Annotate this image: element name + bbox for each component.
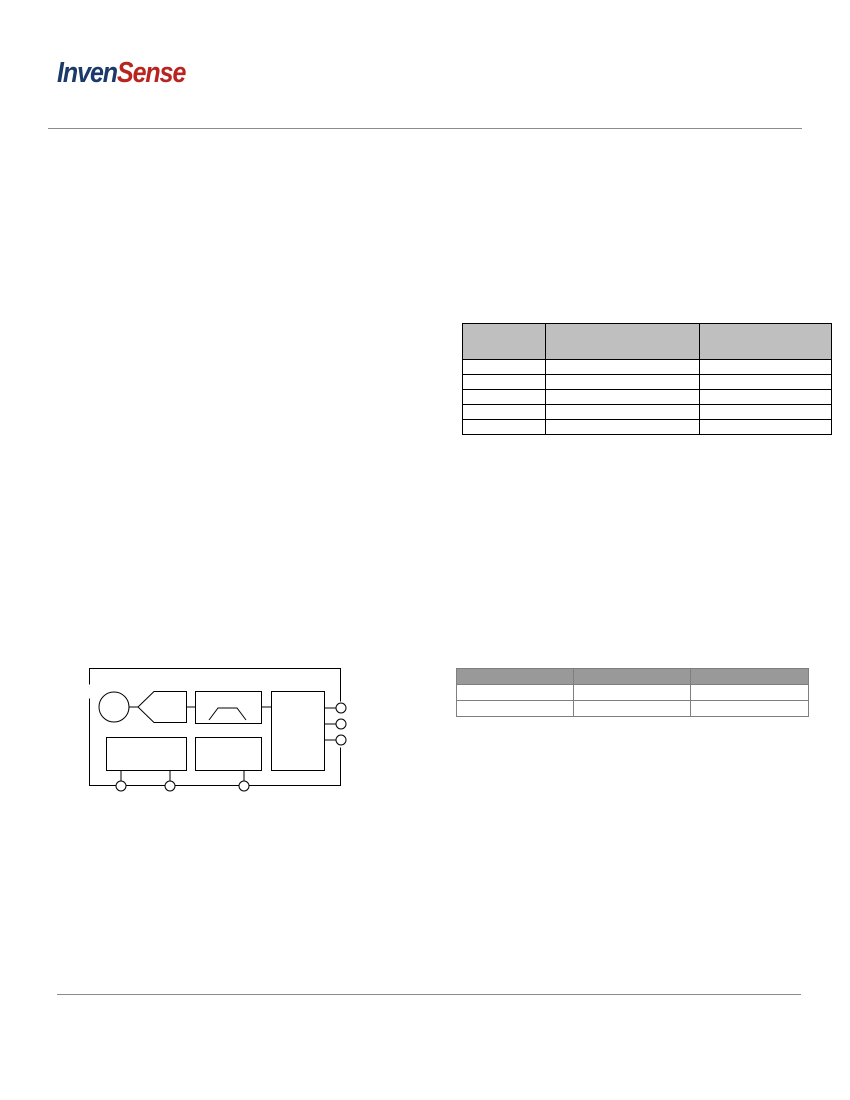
table-cell	[462, 359, 546, 375]
logo-part-1: Inven	[57, 57, 118, 89]
table-cell	[545, 389, 700, 405]
header-rule	[48, 128, 802, 129]
table-cell	[699, 359, 832, 375]
table-1-header-cell	[545, 323, 700, 360]
table-cell	[545, 374, 700, 390]
table-cell	[456, 684, 574, 701]
table-row	[462, 374, 832, 390]
transducer-symbol	[98, 691, 130, 723]
right-pin	[335, 718, 347, 730]
bottom-pin	[115, 780, 127, 792]
right-pin	[335, 734, 347, 746]
table-1-header-row	[462, 323, 832, 360]
table-2-header-cell	[573, 668, 691, 685]
table-cell	[699, 374, 832, 390]
table-1-header-cell	[462, 323, 546, 360]
diagram-outline-top	[89, 668, 341, 702]
table-2-header-cell	[690, 668, 809, 685]
table-cell	[690, 684, 809, 701]
bottom-pin	[164, 780, 176, 792]
table-row	[456, 700, 809, 717]
block-diagram	[89, 668, 347, 792]
table-1-header-cell	[699, 323, 832, 360]
table-cell	[699, 419, 832, 435]
band-pass-icon	[208, 707, 247, 721]
table-cell	[573, 684, 691, 701]
logo-part-2: Sense	[116, 57, 186, 89]
table-cell	[573, 700, 691, 717]
output-block	[271, 691, 325, 771]
table-row	[462, 389, 832, 405]
bottom-pin	[238, 780, 250, 792]
table-cell	[699, 389, 832, 405]
table-2-header-cell	[456, 668, 574, 685]
table-2	[456, 668, 809, 717]
table-cell	[690, 700, 809, 717]
table-cell	[545, 419, 700, 435]
table-2-header-row	[456, 668, 809, 685]
table-row	[462, 419, 832, 435]
table-cell	[545, 404, 700, 420]
amplifier-block	[137, 691, 187, 723]
footer-rule	[57, 994, 801, 995]
table-1	[462, 323, 832, 435]
table-row	[456, 684, 809, 701]
table-cell	[462, 419, 546, 435]
lower-left-block	[106, 737, 187, 771]
lower-middle-block	[195, 737, 262, 771]
table-cell	[456, 700, 574, 717]
right-pin	[335, 702, 347, 714]
table-cell	[462, 404, 546, 420]
invensense-logo: InvenSense	[57, 56, 186, 90]
table-cell	[462, 374, 546, 390]
table-cell	[699, 404, 832, 420]
table-cell	[545, 359, 700, 375]
filter-block	[195, 691, 262, 724]
table-row	[462, 404, 832, 420]
table-cell	[462, 389, 546, 405]
table-row	[462, 359, 832, 375]
diagram-outline-bottom	[89, 698, 341, 786]
